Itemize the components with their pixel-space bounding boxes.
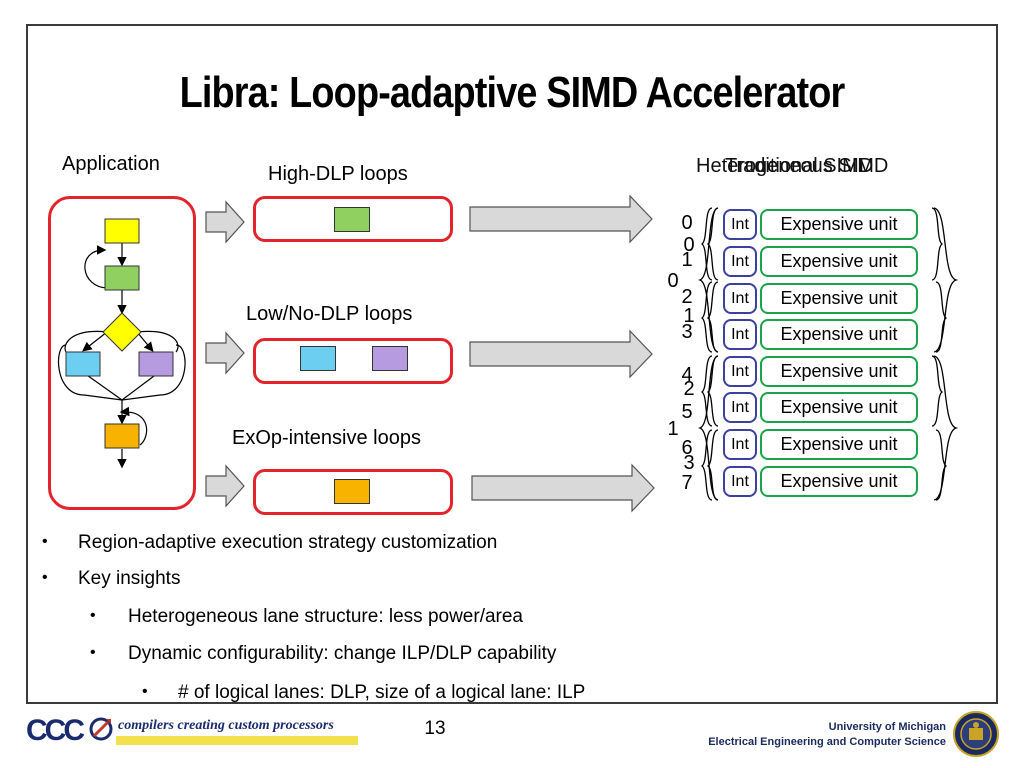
expensive-unit-7: Expensive unit [760, 466, 918, 497]
bullet-text: # of logical lanes: DLP, size of a logic… [178, 682, 586, 703]
pair-index-1: 1 [683, 305, 695, 327]
expensive-unit-1: Expensive unit [760, 246, 918, 277]
application-label: Application [62, 153, 160, 175]
int-unit-4: Int [723, 356, 757, 387]
bullet-dot: • [90, 644, 96, 661]
low-dlp-label: Low/No-DLP loops [246, 303, 413, 325]
application-box [48, 196, 196, 510]
university-block: University of Michigan Electrical Engine… [708, 720, 946, 750]
slide-title: Libra: Loop-adaptive SIMD Accelerator [179, 68, 846, 117]
pair-index-0: 0 [683, 234, 695, 256]
expensive-unit-3: Expensive unit [760, 319, 918, 350]
lane-index-6: 6 [681, 437, 693, 459]
pair-index-2: 2 [683, 378, 695, 400]
ccc-underline [116, 736, 358, 745]
high-dlp-block [334, 207, 370, 232]
expensive-unit-2: Expensive unit [760, 283, 918, 314]
lane-braces-right [931, 207, 959, 501]
ccc-logo-icon [89, 717, 113, 741]
lane-index-4: 4 [681, 364, 693, 386]
lane-index-5: 5 [681, 401, 693, 423]
simd-heading-heterogeneous: Heterogeneous SIMD [696, 155, 889, 177]
node-green [104, 265, 140, 291]
bullet-text: Heterogeneous lane structure: less power… [128, 606, 524, 627]
bullet-dot: • [42, 533, 48, 550]
int-unit-6: Int [723, 429, 757, 460]
expensive-unit-4: Expensive unit [760, 356, 918, 387]
bullet-dot: • [42, 569, 48, 586]
simd-heading-traditional: Traditional SIMD [725, 155, 874, 177]
ccc-logo: CCC [26, 714, 85, 747]
node-yellow [104, 218, 140, 244]
expensive-unit-5: Expensive unit [760, 392, 918, 423]
pair-index-3: 3 [683, 452, 695, 474]
node-blue [65, 351, 101, 377]
lane-braces-left [697, 207, 719, 501]
high-dlp-label: High-DLP loops [268, 163, 408, 185]
bullet-dot: • [90, 607, 96, 624]
int-unit-3: Int [723, 319, 757, 350]
int-unit-1: Int [723, 246, 757, 277]
ccc-tagline: compilers creating custom processors [118, 718, 334, 733]
expensive-unit-6: Expensive unit [760, 429, 918, 460]
lane-index-3: 3 [681, 321, 693, 343]
bullet-text: Dynamic configurability: change ILP/DLP … [128, 643, 557, 664]
block-arrows-small [205, 200, 245, 508]
expensive-unit-0: Expensive unit [760, 209, 918, 240]
exop-block [334, 479, 370, 504]
int-unit-7: Int [723, 466, 757, 497]
lane-index-1: 1 [681, 249, 693, 271]
int-unit-2: Int [723, 283, 757, 314]
low-dlp-loop-box [253, 338, 453, 384]
node-purple [138, 351, 174, 377]
int-unit-0: Int [723, 209, 757, 240]
low-dlp-block-purple [372, 346, 408, 371]
university-seal-icon [953, 711, 999, 757]
department-name: Electrical Engineering and Computer Scie… [708, 736, 946, 748]
exop-label: ExOp-intensive loops [232, 427, 421, 449]
low-dlp-block-blue [300, 346, 336, 371]
page-number: 13 [424, 718, 446, 739]
lane-index-7: 7 [681, 472, 693, 494]
bullet-dot: • [142, 683, 148, 700]
bullet-text: Key insights [78, 568, 181, 589]
bullet-text: Region-adaptive execution strategy custo… [78, 532, 498, 553]
lane-index-2: 2 [681, 286, 693, 308]
flow-graph-edges [57, 243, 186, 469]
university-name: University of Michigan [828, 721, 946, 733]
int-unit-5: Int [723, 392, 757, 423]
slide-frame [26, 24, 998, 704]
group-index-1: 1 [667, 418, 679, 440]
high-dlp-loop-box [253, 196, 453, 242]
node-decision [102, 312, 142, 352]
exop-loop-box [253, 469, 453, 515]
block-arrows-long [469, 194, 655, 513]
node-orange [104, 423, 140, 449]
group-index-0: 0 [667, 270, 679, 292]
lane-index-0: 0 [681, 212, 693, 234]
